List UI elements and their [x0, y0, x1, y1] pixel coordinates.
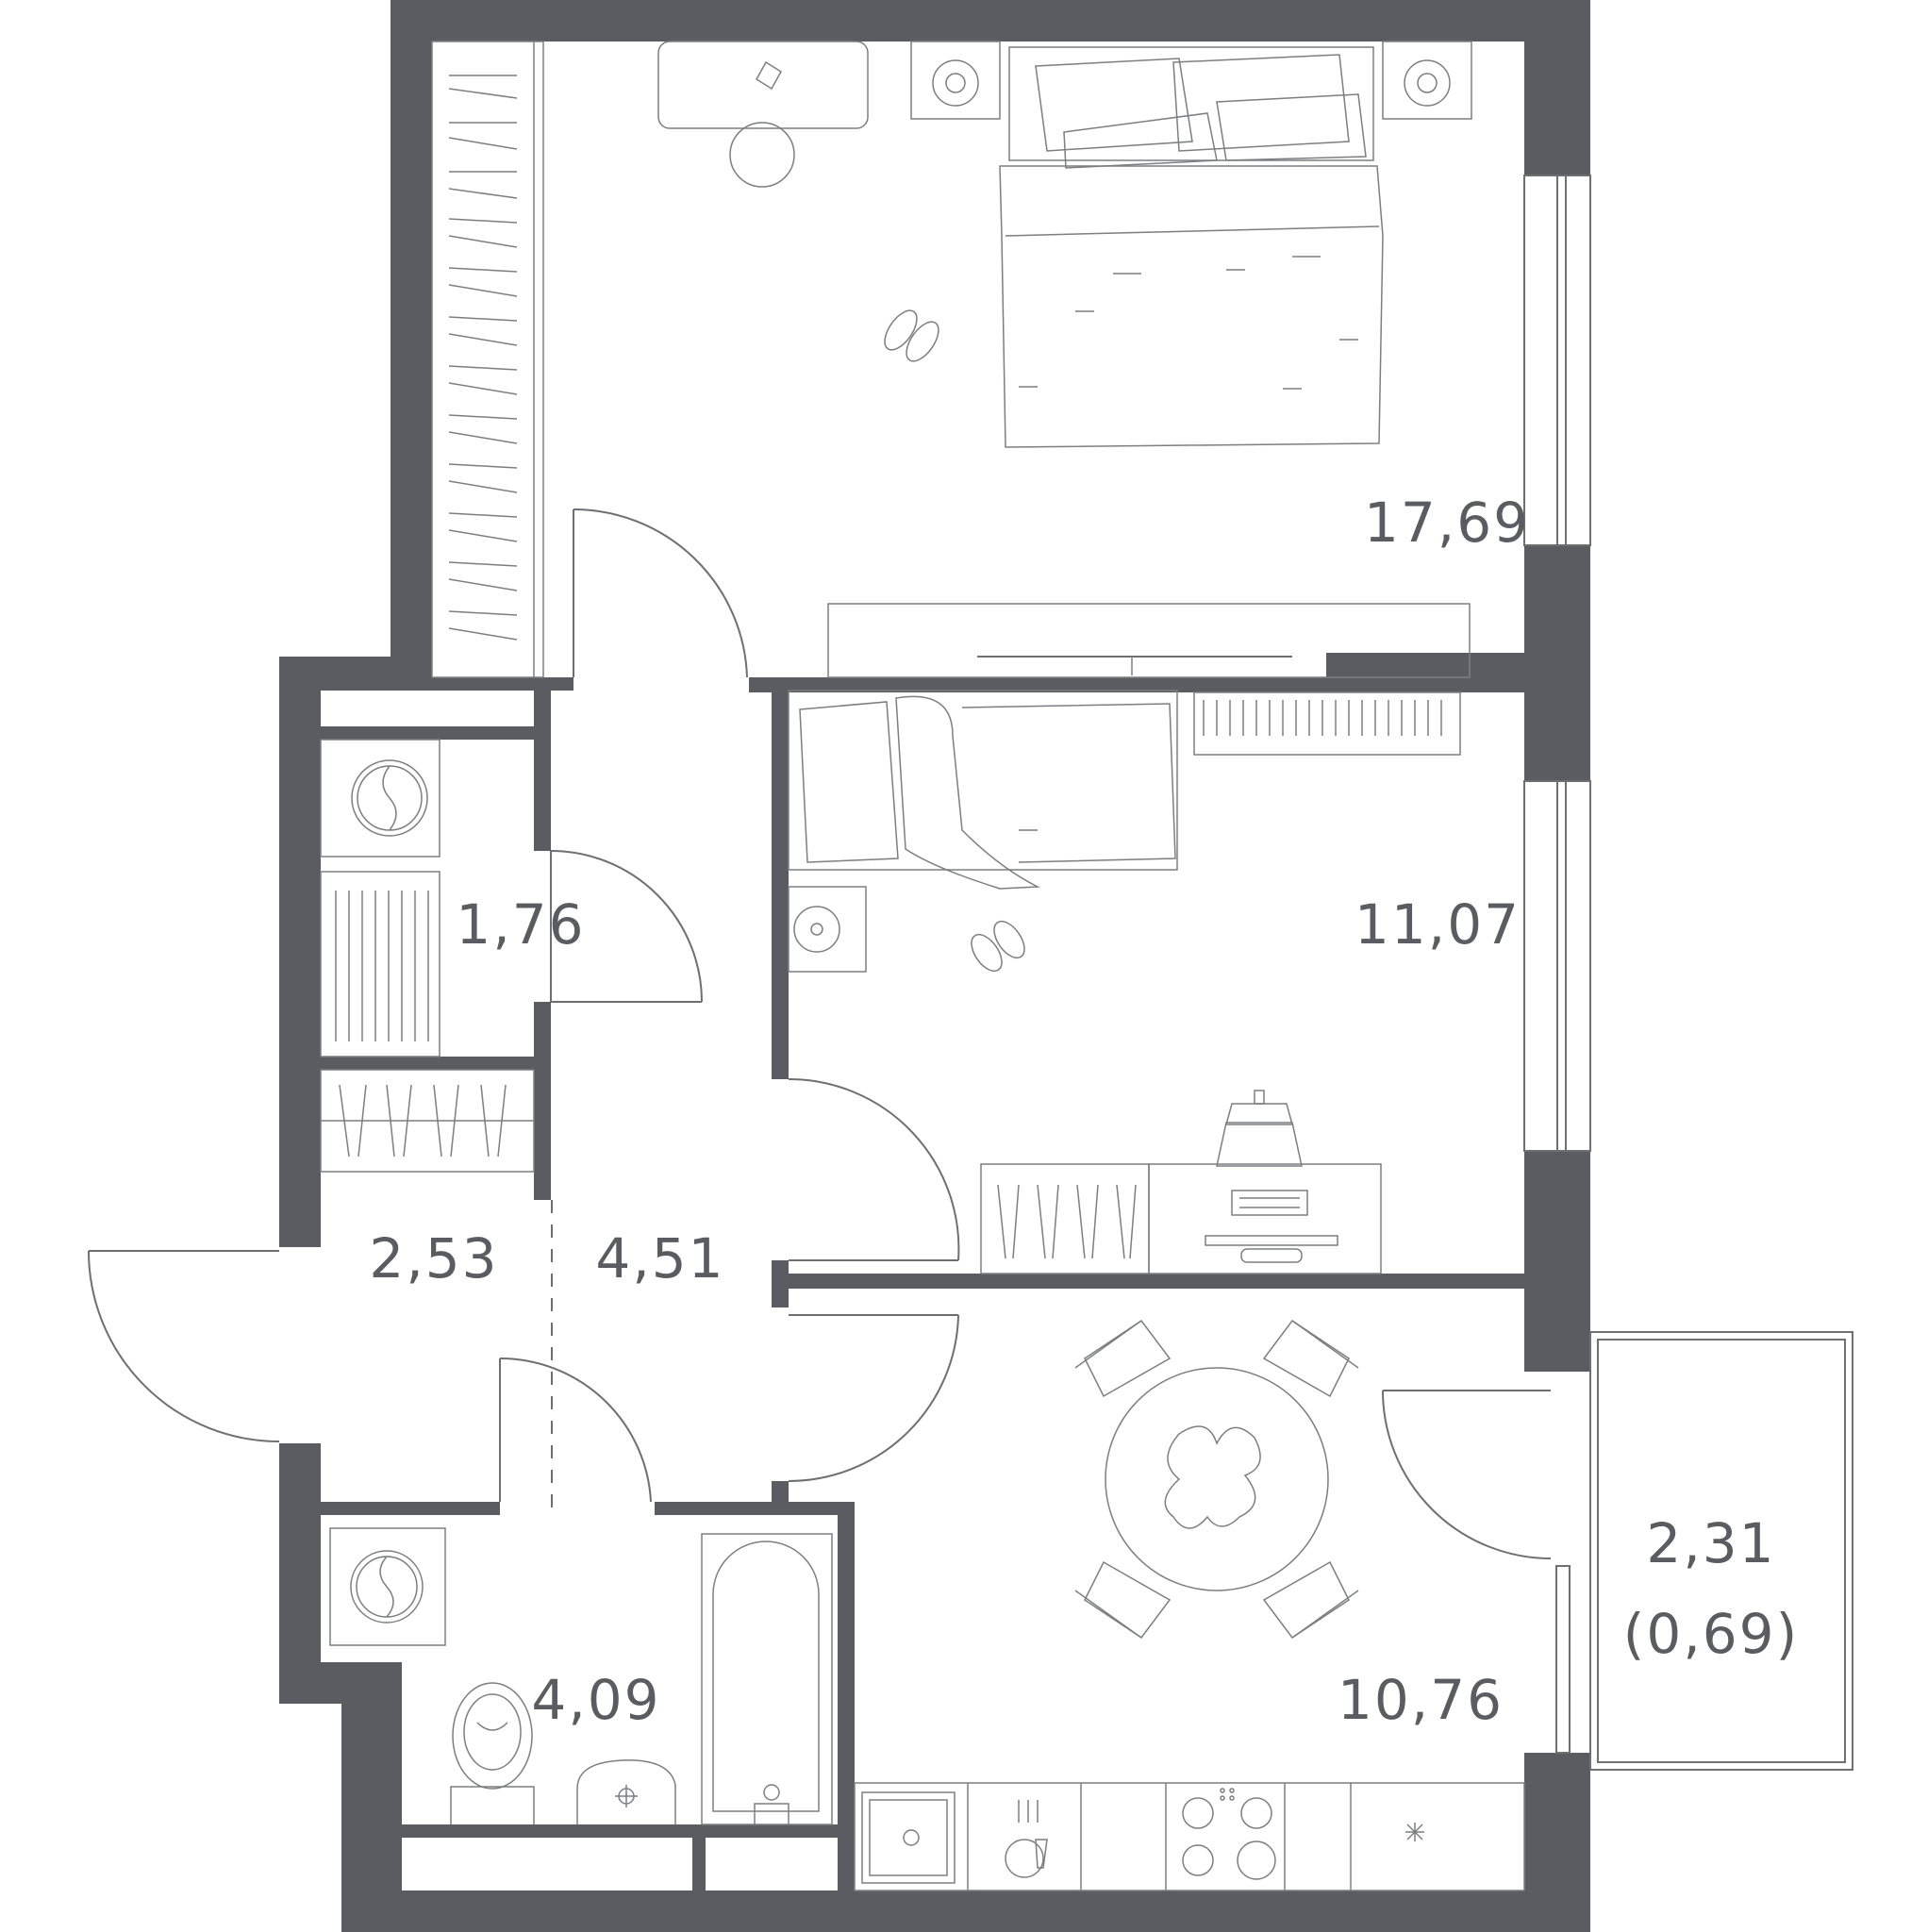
tv-stand — [827, 603, 1471, 678]
double-bed-icon — [910, 41, 1472, 448]
slippers-icon — [884, 309, 939, 362]
shelf-small-bedroom — [1193, 691, 1461, 756]
shelving — [320, 871, 440, 1058]
washing-machine-icon — [320, 739, 440, 858]
fridge-icon — [1405, 1823, 1424, 1841]
area-balcony: 2,31 — [1646, 1511, 1775, 1575]
area-labels: 17,69 11,07 1,76 2,53 4,51 4,09 10,76 2,… — [369, 491, 1799, 1732]
doors — [88, 508, 1552, 1559]
area-balcony-reduced: (0,69) — [1623, 1602, 1799, 1666]
balcony — [1555, 1331, 1853, 1771]
bathtub-icon — [701, 1533, 833, 1825]
wardrobe-entrance — [320, 1069, 535, 1173]
dishwasher-icon — [1005, 1800, 1048, 1878]
area-bathroom: 4,09 — [531, 1668, 660, 1732]
vanity-table — [657, 41, 869, 188]
sink-icon — [576, 1759, 676, 1824]
dining-table-icon — [1074, 1319, 1359, 1640]
kitchen-sink-icon — [861, 1791, 956, 1884]
area-bedroom-small: 11,07 — [1355, 892, 1521, 957]
single-bed-icon — [788, 690, 1178, 890]
area-bedroom-large: 17,69 — [1364, 491, 1530, 555]
slippers-icon — [971, 920, 1025, 973]
kitchen-counter — [854, 1782, 1525, 1891]
area-hall: 4,51 — [595, 1226, 724, 1291]
nightstand — [788, 886, 867, 973]
washing-machine-icon — [329, 1527, 446, 1646]
area-entrance: 2,53 — [369, 1226, 498, 1291]
walls — [279, 0, 1590, 1932]
area-kitchen: 10,76 — [1338, 1668, 1504, 1732]
windows — [1523, 175, 1591, 1152]
desk-icon — [980, 1090, 1382, 1274]
toilet-icon — [450, 1682, 535, 1824]
area-storage: 1,76 — [456, 892, 585, 957]
wardrobe-large — [431, 41, 544, 678]
stove-icon — [1182, 1788, 1276, 1880]
